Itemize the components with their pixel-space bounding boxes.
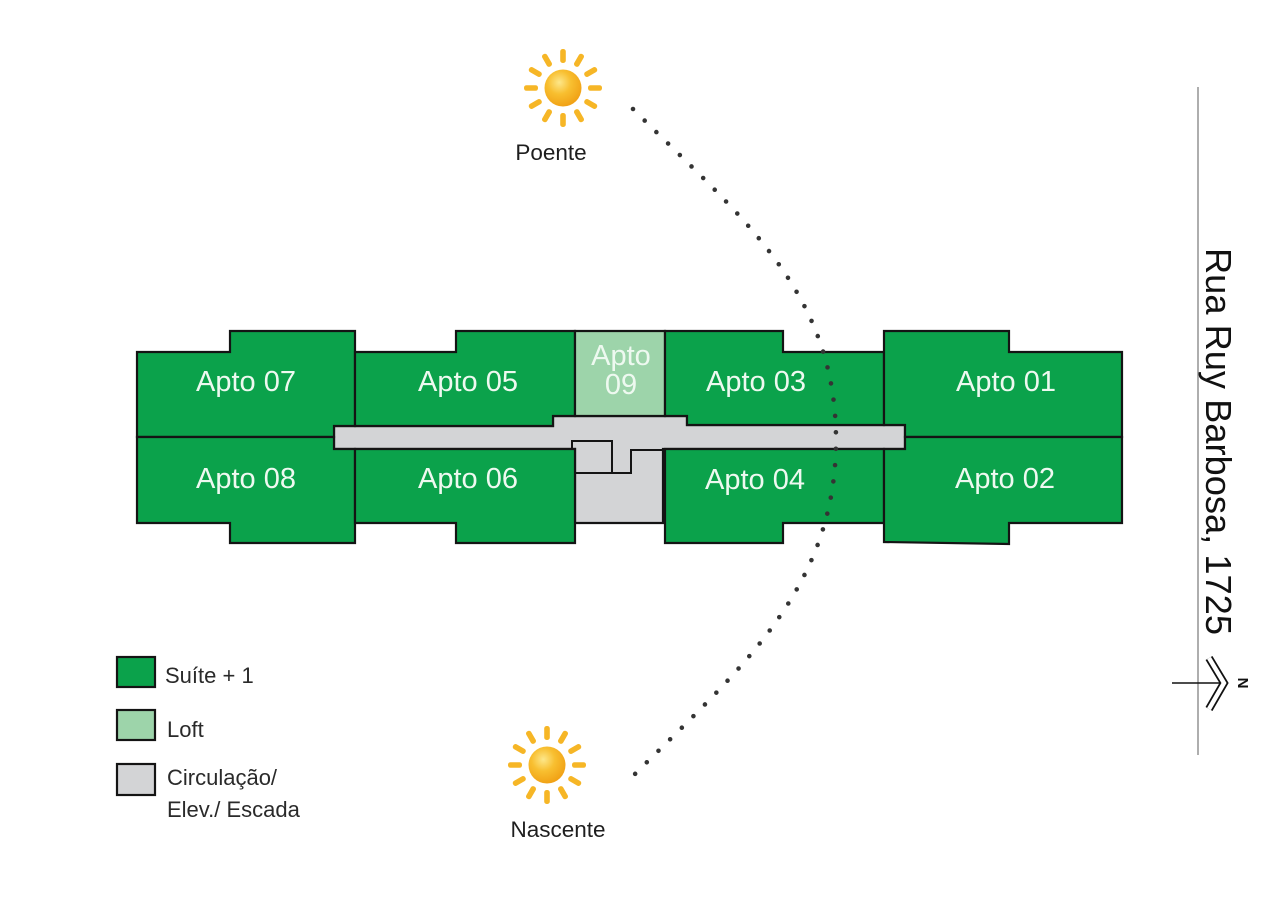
unit-apto-01: Apto 01 (882, 329, 1124, 439)
unit-label: Apto 06 (418, 463, 518, 495)
unit-label: Apto 08 (196, 463, 296, 495)
elevator-outline (571, 440, 613, 474)
unit-label: Apto 07 (196, 366, 296, 398)
street-name: Rua Ruy Barbosa, 1725 (1198, 248, 1239, 635)
sunset-label: Poente (515, 140, 586, 165)
sunrise-label: Nascente (510, 817, 605, 842)
north-arrow-chevron-inner (1207, 656, 1227, 711)
legend-item-suite: Suíte + 1 (115, 655, 254, 689)
legend-label-circulation-line-1: Circulação/ (167, 765, 278, 790)
legend-label-loft: Loft (167, 717, 204, 742)
unit-shape (135, 435, 357, 545)
unit-apto-02: Apto 02 (882, 435, 1124, 546)
unit-apto-08: Apto 08 (135, 435, 357, 545)
legend-swatch-loft (115, 708, 157, 742)
stair-outline (612, 449, 663, 474)
unit-apto-09: Apto 09 (573, 329, 667, 418)
unit-shape (353, 447, 577, 545)
unit-apto-07: Apto 07 (135, 329, 357, 439)
unit-label-line-1: Apto (591, 340, 651, 372)
unit-label: Apto 04 (705, 464, 805, 496)
sun-path-arc (629, 106, 839, 780)
legend-label-suite: Suíte + 1 (165, 663, 254, 688)
unit-label: Apto 01 (956, 366, 1056, 398)
unit-apto-04: Apto 04 (663, 447, 886, 545)
unit-label: Apto 02 (955, 463, 1055, 495)
legend-swatch-suite (115, 655, 157, 689)
legend-swatch-circulation (115, 762, 157, 797)
building-floor-plan: Apto 07 Apto 05 Apto 09 Apto 03 Apto 01 … (135, 329, 1124, 546)
unit-label: Apto 05 (418, 366, 518, 398)
sunset-sun: Poente (515, 49, 602, 165)
legend: Suíte + 1 Loft Circulação/ Elev./ Escada (115, 655, 301, 822)
legend-item-circulation: Circulação/ Elev./ Escada (115, 762, 301, 822)
legend-item-loft: Loft (115, 708, 204, 742)
north-arrow: N (1172, 655, 1251, 711)
unit-apto-05: Apto 05 (353, 329, 577, 428)
unit-label-line-2: 09 (605, 369, 637, 401)
unit-label: Apto 03 (706, 366, 806, 398)
unit-apto-03: Apto 03 (663, 329, 886, 427)
unit-shape (882, 435, 1124, 546)
unit-apto-06: Apto 06 (353, 447, 577, 545)
legend-label-circulation-line-2: Elev./ Escada (167, 797, 301, 822)
north-label: N (1234, 678, 1251, 689)
sunrise-sun: Nascente (508, 726, 606, 842)
